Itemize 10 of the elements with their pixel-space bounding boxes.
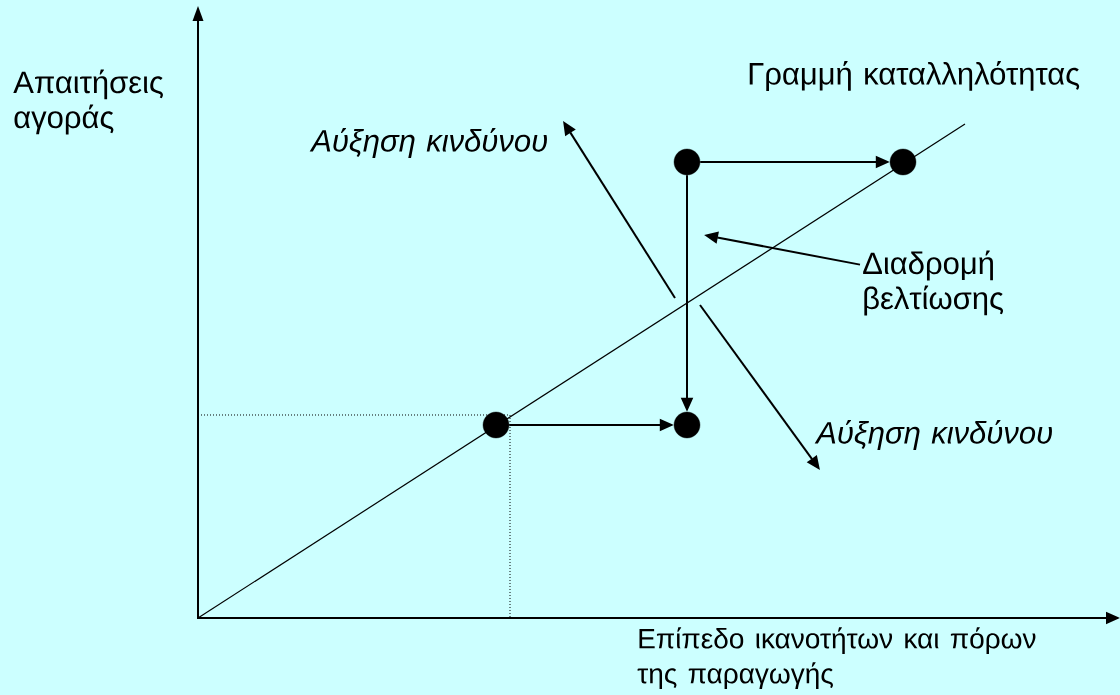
point-dot bbox=[889, 148, 917, 176]
path-label: Διαδρομή βελτίωσης bbox=[863, 250, 1004, 316]
axis-label: Επίπεδο ικανοτήτων και πόρων της παραγωγής bbox=[637, 627, 1036, 690]
line-label: Γραμμή καταλληλότητας bbox=[749, 61, 1080, 91]
point-dot bbox=[482, 411, 510, 439]
direction-label: Αύξηση κινδύνου bbox=[814, 420, 1052, 450]
point-dot bbox=[673, 148, 701, 176]
direction-label: Αύξηση κινδύνου bbox=[309, 128, 547, 158]
point-dot bbox=[673, 411, 701, 439]
axis-label: Απαιτήσεις αγοράς bbox=[13, 69, 163, 135]
